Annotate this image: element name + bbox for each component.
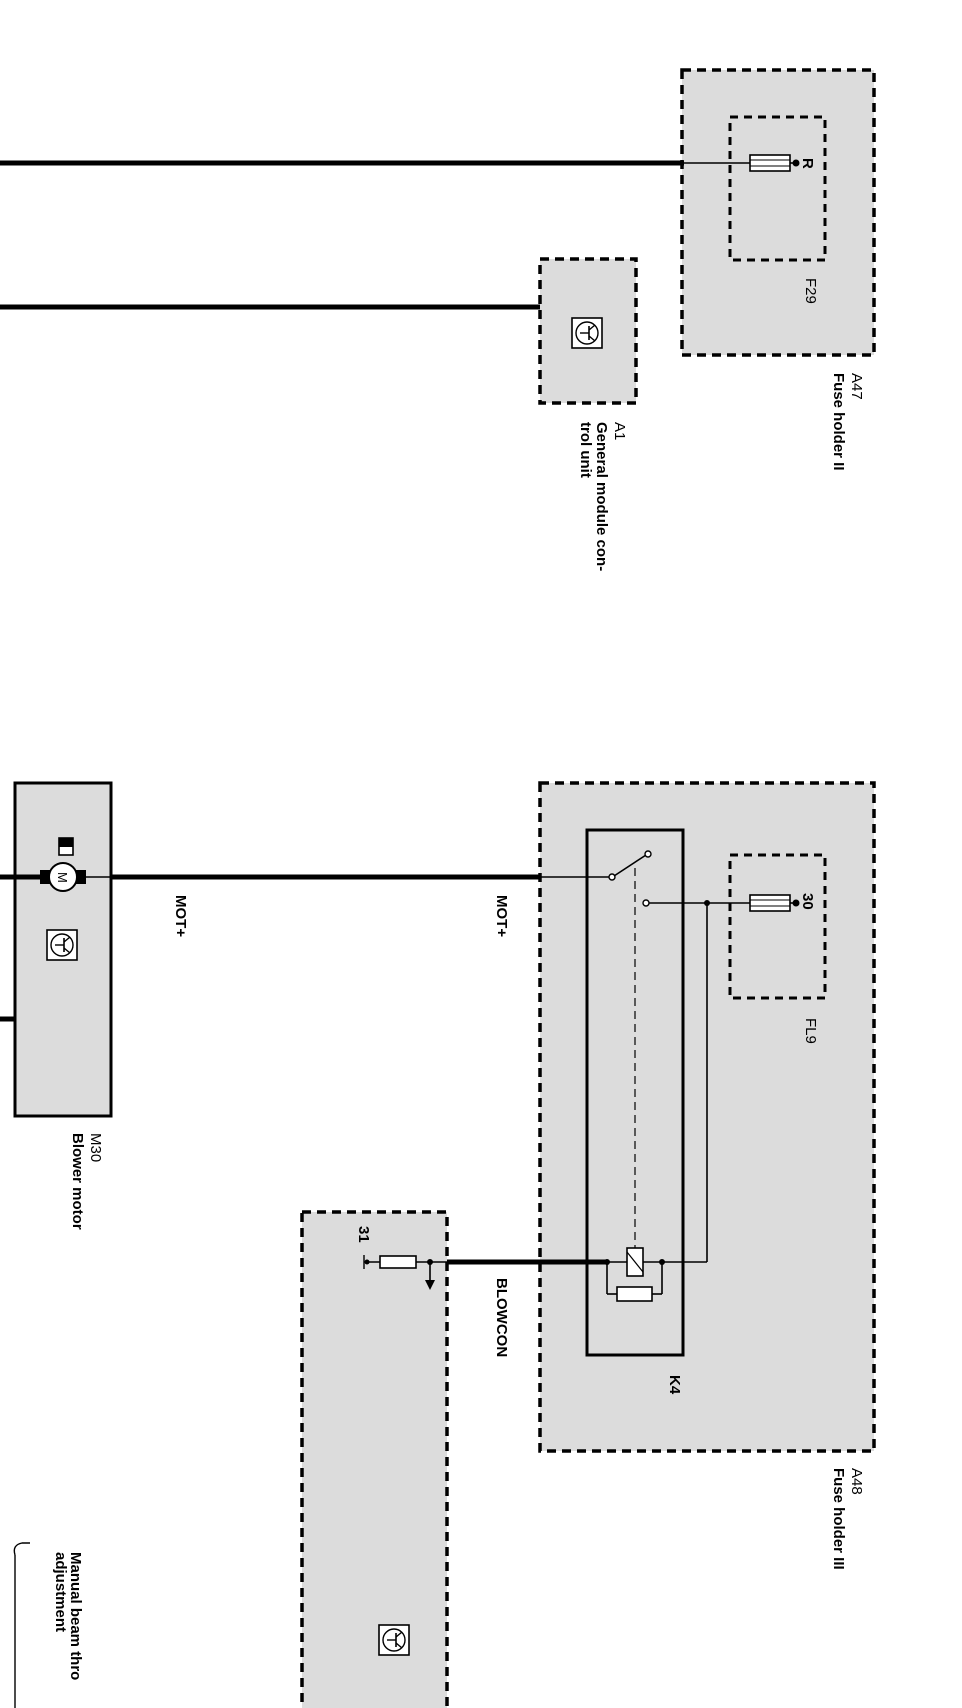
- fuse-icon: [749, 154, 800, 172]
- manual-beam-adjustment: Manual beam thro adjustment: [13, 1542, 84, 1708]
- a47-fuse-label: F29: [802, 278, 819, 304]
- fuse-holder-a47: R F29 A47 Fuse holder II: [0, 68, 876, 471]
- a48-ref: A48: [848, 1468, 865, 1495]
- a1-name-line1: General module con-: [593, 422, 610, 571]
- a47-pin-label: R: [799, 158, 816, 169]
- fuse-holder-a48: 30 FL9 K4 A48 Fuse holder III: [538, 781, 876, 1570]
- a48-pin-label: 30: [799, 893, 816, 910]
- svg-text:M: M: [55, 872, 70, 883]
- control-unit-a1: A1 General module con- trol unit: [0, 257, 638, 571]
- m30-ref: M30: [87, 1133, 104, 1162]
- m30-name: Blower motor: [69, 1133, 86, 1230]
- manual-beam-line1: Manual beam thro: [67, 1552, 84, 1680]
- transistor-icon: [46, 929, 78, 961]
- transistor-icon: [378, 1624, 410, 1656]
- blowcon-label: BLOWCON: [493, 1278, 510, 1357]
- relay-k4-box: [585, 828, 685, 1357]
- fuse-icon: [749, 894, 800, 912]
- ground-pin-label: 31: [355, 1226, 372, 1243]
- a47-ref: A47: [848, 373, 865, 400]
- a47-name: Fuse holder II: [830, 373, 847, 471]
- blower-motor-m30: M M30 Blower motor: [0, 781, 113, 1230]
- manual-beam-line2: adjustment: [52, 1552, 69, 1632]
- mot-plus-label-left: MOT+: [172, 895, 189, 937]
- mot-plus-label-right: MOT+: [493, 895, 510, 937]
- relay-icon: [604, 1247, 665, 1302]
- a1-name-line2: trol unit: [577, 422, 594, 478]
- a48-name: Fuse holder III: [830, 1468, 847, 1570]
- a48-fuse-label: FL9: [802, 1018, 819, 1044]
- relay-k4-label: K4: [666, 1375, 683, 1395]
- motor-icon: M: [40, 837, 111, 892]
- ground-icon: [363, 1255, 435, 1290]
- transistor-icon: [571, 317, 603, 349]
- a1-ref: A1: [611, 422, 628, 440]
- control-unit-ground: 31: [300, 1210, 449, 1708]
